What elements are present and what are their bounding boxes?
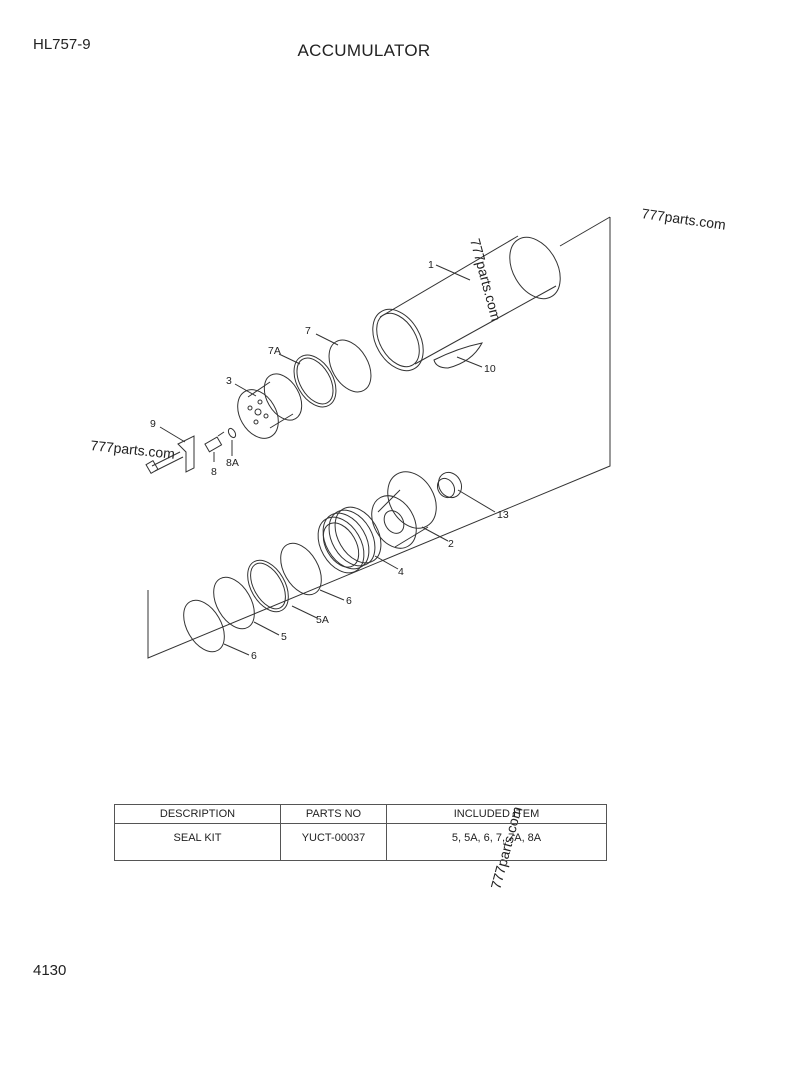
part-8-plug xyxy=(204,431,225,453)
parts-table: DESCRIPTION PARTS NO INCLUDED ITEM SEAL … xyxy=(114,804,607,861)
part-2-piston xyxy=(371,471,437,549)
callout-7a: 7A xyxy=(268,345,281,357)
watermark-left: 777parts.com xyxy=(90,437,176,462)
part-7a-ring xyxy=(293,354,337,408)
callout-7: 7 xyxy=(305,325,311,337)
callout-8: 8 xyxy=(211,466,217,478)
frame-outline xyxy=(147,217,611,659)
cell-included-item: 5, 5A, 6, 7, 7A, 8A xyxy=(386,823,607,861)
table-header-row: DESCRIPTION PARTS NO INCLUDED ITEM xyxy=(114,804,607,824)
col-included-item: INCLUDED ITEM xyxy=(386,804,607,824)
watermark-top-right: 777parts.com xyxy=(641,205,727,233)
part-8a-ring xyxy=(227,427,237,439)
callout-10: 10 xyxy=(484,363,496,375)
part-3-end-cap xyxy=(237,373,303,439)
col-parts-no: PARTS NO xyxy=(280,804,387,824)
part-5-ring xyxy=(213,576,255,630)
model-code: HL757-9 xyxy=(33,36,91,53)
watermark-vertical-top: 777parts.com xyxy=(467,237,504,323)
callout-9: 9 xyxy=(150,418,156,430)
cell-parts-no: YUCT-00037 xyxy=(280,823,387,861)
part-6-ring-upper xyxy=(280,542,322,596)
part-10-plate xyxy=(433,342,483,369)
callout-3: 3 xyxy=(226,375,232,387)
part-5a-ring xyxy=(247,559,289,613)
page-number: 4130 xyxy=(33,962,67,979)
callout-5a: 5A xyxy=(316,614,329,626)
cell-description: SEAL KIT xyxy=(114,823,281,861)
callout-1: 1 xyxy=(428,259,434,271)
callout-4: 4 xyxy=(398,566,404,578)
table-row: SEAL KIT YUCT-00037 5, 5A, 6, 7, 7A, 8A xyxy=(114,823,607,861)
callout-6-lower: 6 xyxy=(251,650,257,662)
page-title: ACCUMULATOR xyxy=(297,41,431,60)
callout-5: 5 xyxy=(281,631,287,643)
part-6-ring-lower xyxy=(183,599,225,653)
part-7-ring xyxy=(328,339,372,393)
callout-6-upper: 6 xyxy=(346,595,352,607)
callout-8a: 8A xyxy=(226,457,239,469)
callout-2: 2 xyxy=(448,538,454,550)
part-4-seals xyxy=(317,506,382,574)
part-1-shell xyxy=(372,235,561,372)
col-description: DESCRIPTION xyxy=(114,804,281,824)
axis-line xyxy=(559,216,611,247)
part-9-bracket xyxy=(145,435,195,475)
callout-13: 13 xyxy=(497,509,509,521)
part-13-valve xyxy=(436,471,463,499)
